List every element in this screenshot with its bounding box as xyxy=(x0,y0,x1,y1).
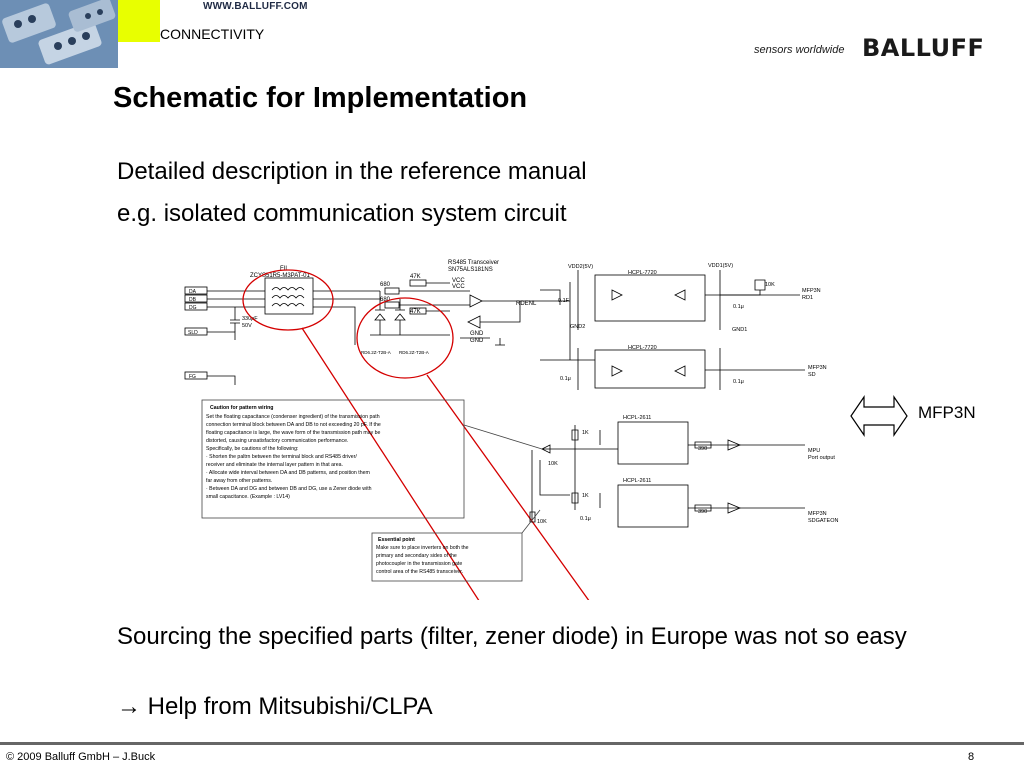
caution-title: Caution for pattern wiring xyxy=(210,405,273,411)
caution-line: · Shorten the paltrn between the termina… xyxy=(206,454,357,460)
caution-line: · Between DA and DG and between DB and D… xyxy=(206,486,372,492)
caution-line: distorted, causing unsatisfactory commun… xyxy=(206,438,348,444)
terminal-sld: SLD xyxy=(188,330,198,336)
gnd1-label: GND1 xyxy=(732,327,747,333)
filter-highlight xyxy=(242,269,334,331)
caution-line: connection terminal block between DA and… xyxy=(206,422,381,428)
zener-highlight xyxy=(356,297,454,379)
filter-part: ZCYS51R5-M3PAT-01 xyxy=(250,273,310,279)
out-sd-a: MFP3N xyxy=(808,365,827,371)
out-sd-b: SD xyxy=(808,372,816,378)
hcpl7720-label-2: HCPL-7720 xyxy=(628,345,657,351)
res-47k-b: 47K xyxy=(410,309,421,315)
opto-2611-a xyxy=(617,421,689,465)
connector-image xyxy=(0,0,118,68)
res-680-a: 680 xyxy=(380,282,391,288)
caution-line: Specifically, be cautions of the followi… xyxy=(206,446,298,452)
accent-yellow-block xyxy=(118,0,160,42)
transceiver-part: SN75ALS181NS xyxy=(448,267,493,273)
vcc-label-2: VCC xyxy=(452,284,465,290)
tagline: sensors worldwide xyxy=(754,44,845,56)
bullet-line-1: Detailed description in the reference ma… xyxy=(117,158,587,185)
res-47k-a: 47K xyxy=(410,274,421,280)
hcpl7720-label-1: HCPL-7720 xyxy=(628,270,657,276)
res-390-b: 390 xyxy=(698,509,707,515)
caution-line: receiver and eliminate the internal laye… xyxy=(206,462,343,468)
out-sdg-a: MFP3N xyxy=(808,511,827,517)
hcpl2611-label-1: HCPL-2611 xyxy=(623,415,651,421)
caution-line: floating capacitance is large, the wave … xyxy=(206,430,381,436)
cap-50v: 50V xyxy=(242,323,252,329)
caution-line: small capacitance. (Example : LV14) xyxy=(206,494,290,500)
zener-label-2: RD6.2Z-T2B-A xyxy=(399,350,429,355)
out-rd1-b: RD1 xyxy=(802,295,813,301)
essential-line: control area of the RS485 transceiver. xyxy=(376,569,463,575)
transceiver-label: RS485 Transceiver xyxy=(448,260,499,266)
opto-7720-a xyxy=(594,274,706,322)
schematic-diagram: DA DB DG SLD FG 330pF 50V FIL ZCYS51R5-M… xyxy=(180,250,840,631)
vcc-label-1: VCC xyxy=(452,278,465,284)
section-label: CONNECTIVITY xyxy=(160,26,265,42)
essential-line: Make sure to place inverters on both the xyxy=(376,545,469,551)
footer-divider xyxy=(0,742,1024,745)
zener-label-1: RD6.2Z-T2B-A xyxy=(361,350,391,355)
caution-line: · Allocate wide interval between DA and … xyxy=(206,470,370,476)
gnd-label-1: GND xyxy=(470,331,484,337)
vdd2-label: VDD2(5V) xyxy=(568,264,593,270)
rdenl-label: RDENL xyxy=(516,301,537,307)
out-mpu-b: Port output xyxy=(808,455,835,461)
header-connector-photo xyxy=(0,0,118,68)
bullet-line-2: e.g. isolated communication system circu… xyxy=(117,200,567,227)
caution-line: far away from other patterns. xyxy=(206,478,272,484)
res-1k-a: 1K xyxy=(582,430,589,436)
out-rd1-a: MFP3N xyxy=(802,288,821,294)
essential-title: Essential point xyxy=(378,537,415,543)
cap-01u-a: 0.1μ xyxy=(733,304,744,310)
page-title: Schematic for Implementation xyxy=(113,82,528,114)
essential-line: photocoupler in the transmission gate xyxy=(376,561,462,567)
page-number: 8 xyxy=(968,751,975,763)
terminal-fg: FG xyxy=(189,374,196,380)
mfp3n-callout: MFP3N xyxy=(918,403,976,422)
out-mpu-a: MPU xyxy=(808,448,820,454)
help-note: → Help from Mitsubishi/CLPA xyxy=(117,693,433,720)
cap-01u-b: 0.1μ xyxy=(733,379,744,385)
website-url: WWW.BALLUFF.COM xyxy=(203,1,308,12)
opto-7720-b xyxy=(594,349,706,389)
filter-box xyxy=(264,277,314,315)
hcpl2611-label-2: HCPL-2611 xyxy=(623,478,651,484)
opto-2611-b xyxy=(617,484,689,528)
double-arrow-icon xyxy=(850,395,908,437)
terminal-block xyxy=(184,286,208,380)
cap-330pf: 330pF xyxy=(242,316,258,322)
filter-label: FIL xyxy=(280,266,289,272)
cap-01u-c: 0.1μ xyxy=(560,376,571,382)
terminal-dg: DG xyxy=(189,305,197,311)
res-390-a: 390 xyxy=(698,446,707,452)
essential-box xyxy=(371,532,523,582)
cap-01f: 0.1F xyxy=(558,298,570,304)
out-sdg-b: SDGATEON xyxy=(808,518,838,524)
balluff-logo: BALLUFF xyxy=(862,34,985,62)
sourcing-note: Sourcing the specified parts (filter, ze… xyxy=(117,623,907,650)
schematic-svg: DA DB DG SLD FG 330pF 50V FIL ZCYS51R5-M… xyxy=(184,260,838,631)
cap-01u-d: 0.1μ xyxy=(580,516,591,522)
res-1k-b: 1K xyxy=(582,493,589,499)
caution-box xyxy=(201,399,465,519)
terminal-da: DA xyxy=(189,289,197,295)
essential-line: primary and secondary sides of the xyxy=(376,553,457,559)
caution-line: Set the floating capacitance (condenser … xyxy=(206,414,380,420)
res-10k-a: 10K xyxy=(765,282,775,288)
vdd1-label: VDD1(5V) xyxy=(708,263,733,269)
terminal-db: DB xyxy=(189,297,197,303)
gnd-label-2: GND xyxy=(470,338,484,344)
footer-copyright: © 2009 Balluff GmbH – J.Buck xyxy=(6,751,156,763)
res-680-b: 680 xyxy=(380,297,391,303)
res-10k-c: 10K xyxy=(537,519,547,525)
res-10k-b: 10K xyxy=(548,461,558,467)
